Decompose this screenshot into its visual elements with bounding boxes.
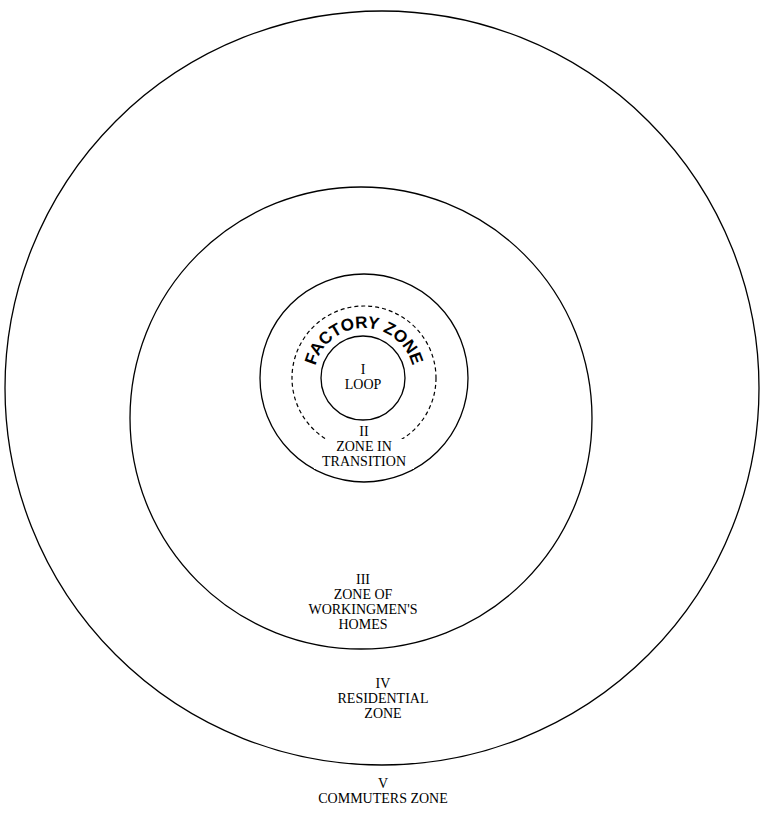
- zone-region: IVRESIDENTIAL ZONEIIIZONE OF WORKINGMEN'…: [4, 10, 760, 766]
- circle-outline: [260, 274, 468, 482]
- circle-outline: [321, 336, 405, 420]
- circle-outline: [5, 11, 759, 765]
- dashed-circle: [292, 306, 436, 450]
- zone-number: I: [359, 362, 368, 377]
- zone-name: ZONE IN TRANSITION: [314, 439, 414, 469]
- zone-number: V: [376, 776, 390, 791]
- zone-region: IIIZONE OF WORKINGMEN'S HOMESIIZONE IN T…: [129, 186, 593, 650]
- zone-name: LOOP: [343, 377, 384, 392]
- zone-name: COMMUTERS ZONE: [316, 791, 450, 806]
- zone-number: II: [357, 424, 370, 439]
- zone-number: III: [354, 572, 372, 587]
- zone-text-group: IVRESIDENTIAL ZONE: [323, 676, 443, 721]
- zone-name: ZONE OF WORKINGMEN'S HOMES: [298, 587, 428, 632]
- circle-outline: [130, 187, 592, 649]
- zone-label: FACTORY ZONE: [301, 313, 427, 367]
- zone-number: IV: [374, 676, 393, 691]
- zone-region: IIZONE IN TRANSITION ILOOP: [259, 273, 469, 483]
- zone-name: RESIDENTIAL ZONE: [323, 691, 443, 721]
- curved-label: FACTORY ZONE: [301, 313, 427, 367]
- zone-region: ILOOP: [320, 335, 406, 421]
- zone-text-group: IIIZONE OF WORKINGMEN'S HOMES: [298, 572, 428, 632]
- zone-text-group: IIZONE IN TRANSITION: [314, 424, 414, 469]
- zone-text-group: ILOOP: [323, 362, 403, 392]
- zone-text-group: VCOMMUTERS ZONE: [273, 776, 493, 806]
